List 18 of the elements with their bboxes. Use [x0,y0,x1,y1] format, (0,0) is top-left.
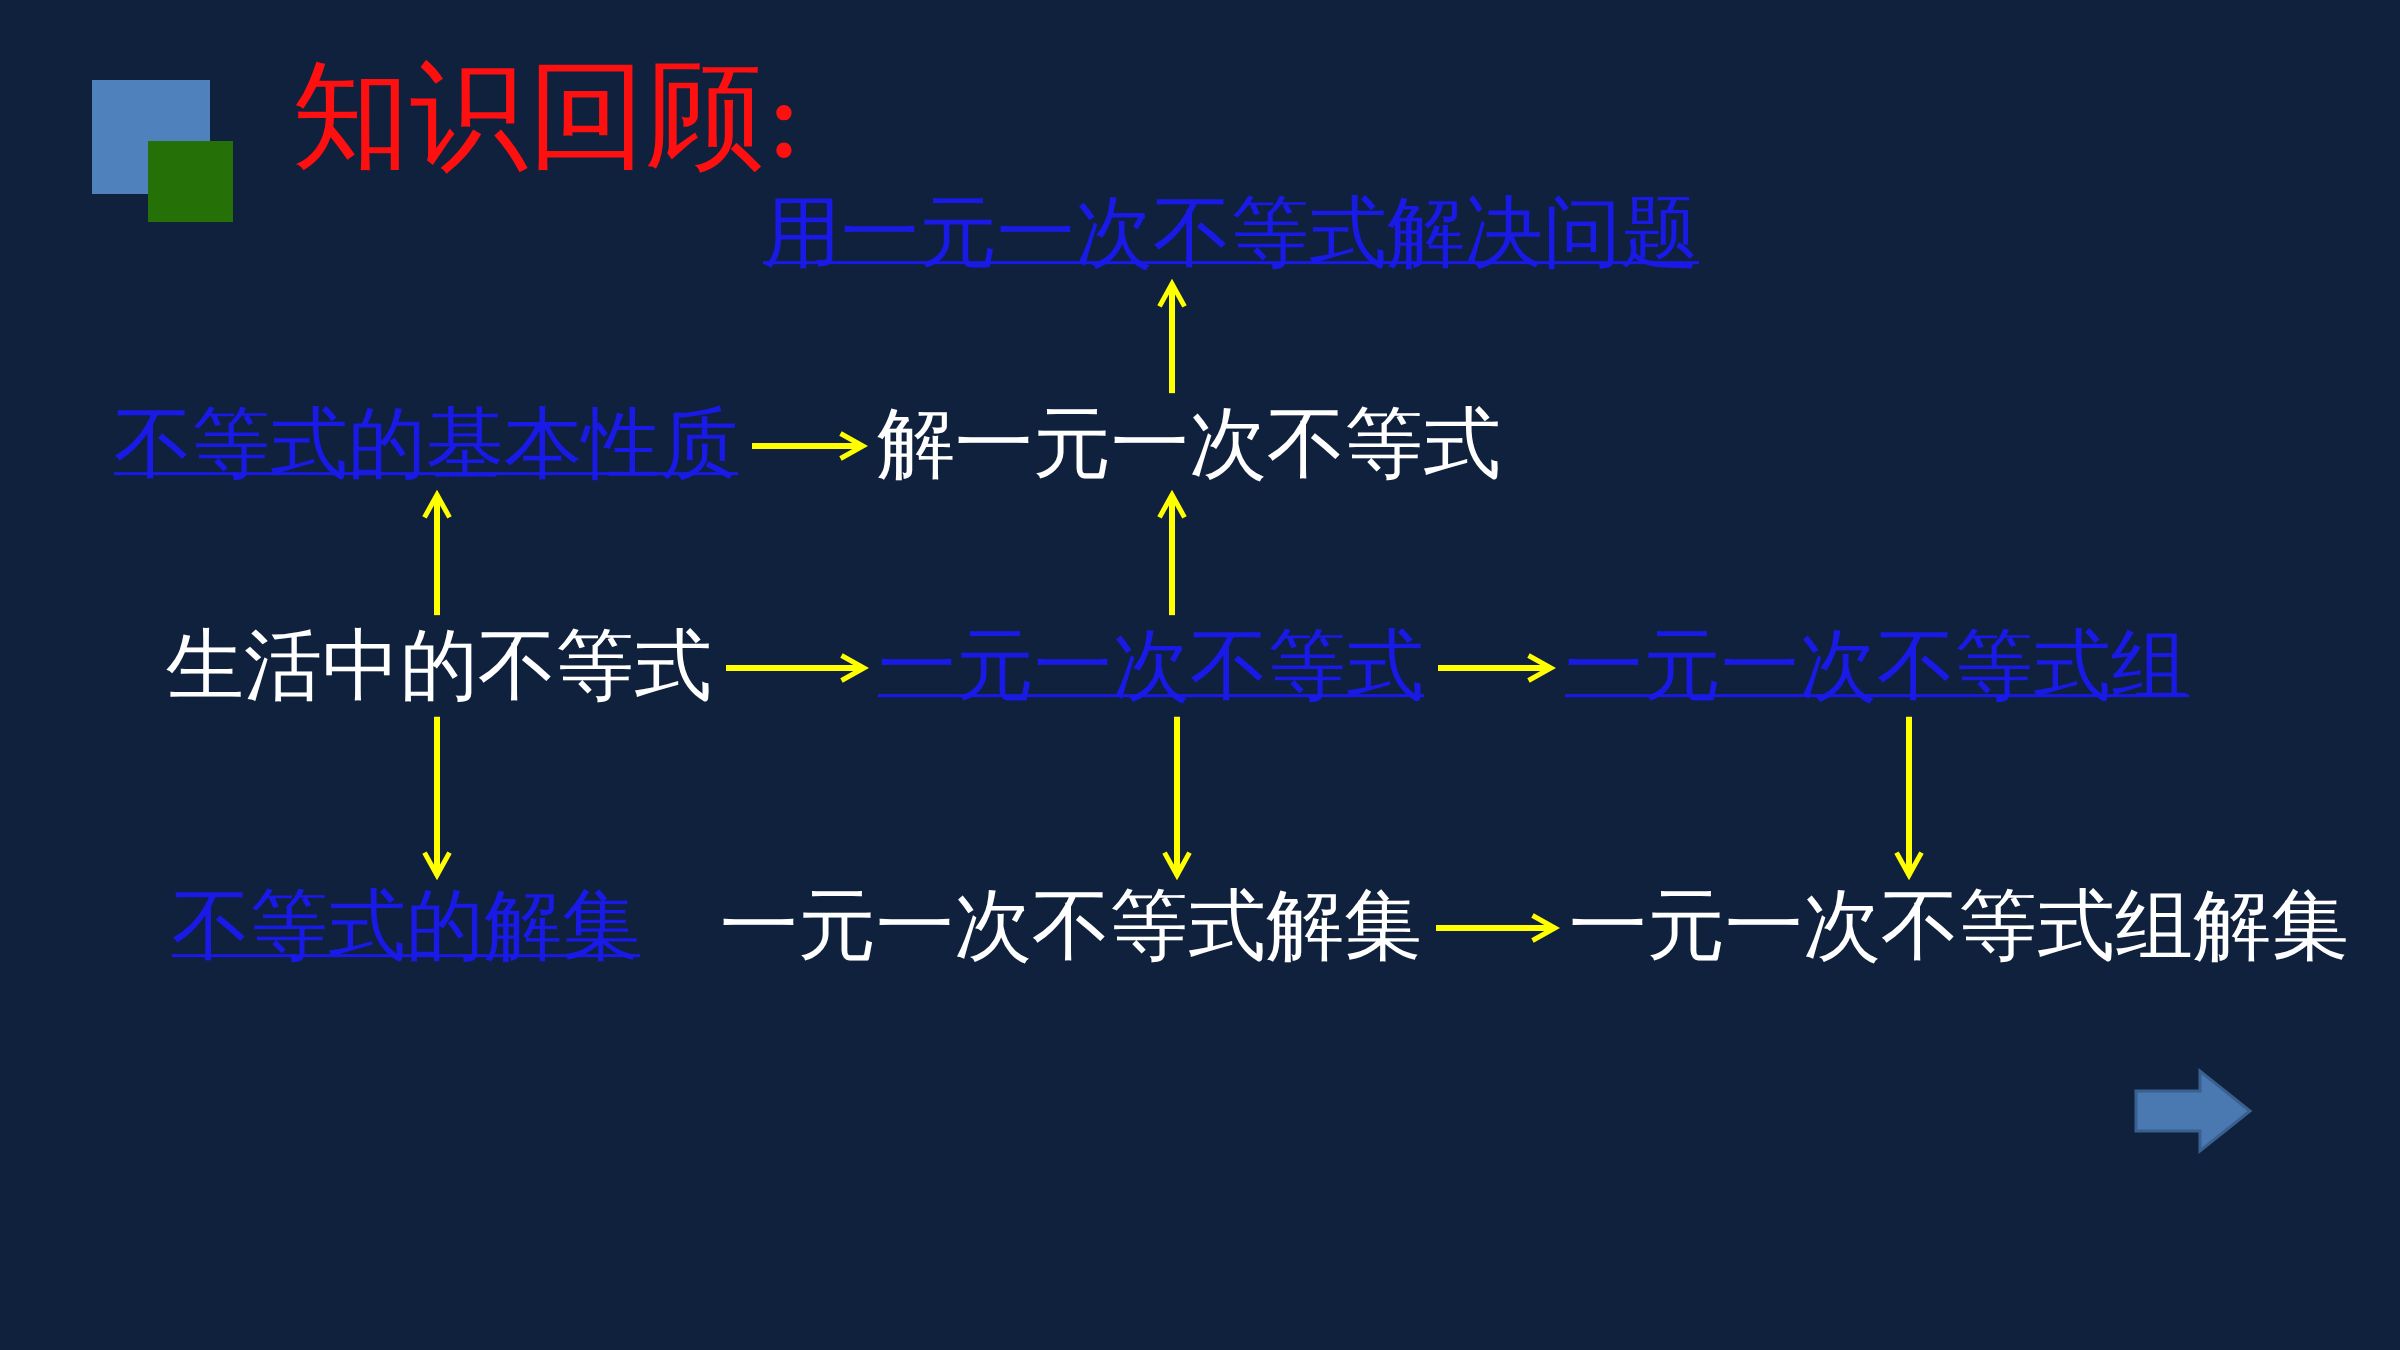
topic-text: 解一元一次不等式 [863,393,1515,495]
arrow [1162,716,1192,878]
topic-text: 一元一次不等式解集 [706,875,1436,977]
topic-text: 一元一次不等式组解集 [1555,875,2363,977]
arrow [1157,281,1187,394]
hyperlink-text: 不等式的基本性质 [100,393,752,495]
hyperlink-text: 一元一次不等式组 [1551,615,2203,717]
hyperlink-text: 一元一次不等式 [864,615,1438,717]
topic-text: 生活中的不等式 [152,615,726,717]
arrow [422,716,452,878]
arrow [422,492,452,616]
arrow [1436,913,1558,943]
arrow [1157,492,1187,616]
arrow [1438,653,1554,683]
hyperlink-text: 不等式的解集 [158,875,654,977]
arrow [1894,716,1924,878]
arrow [726,653,867,683]
arrow [752,431,866,461]
